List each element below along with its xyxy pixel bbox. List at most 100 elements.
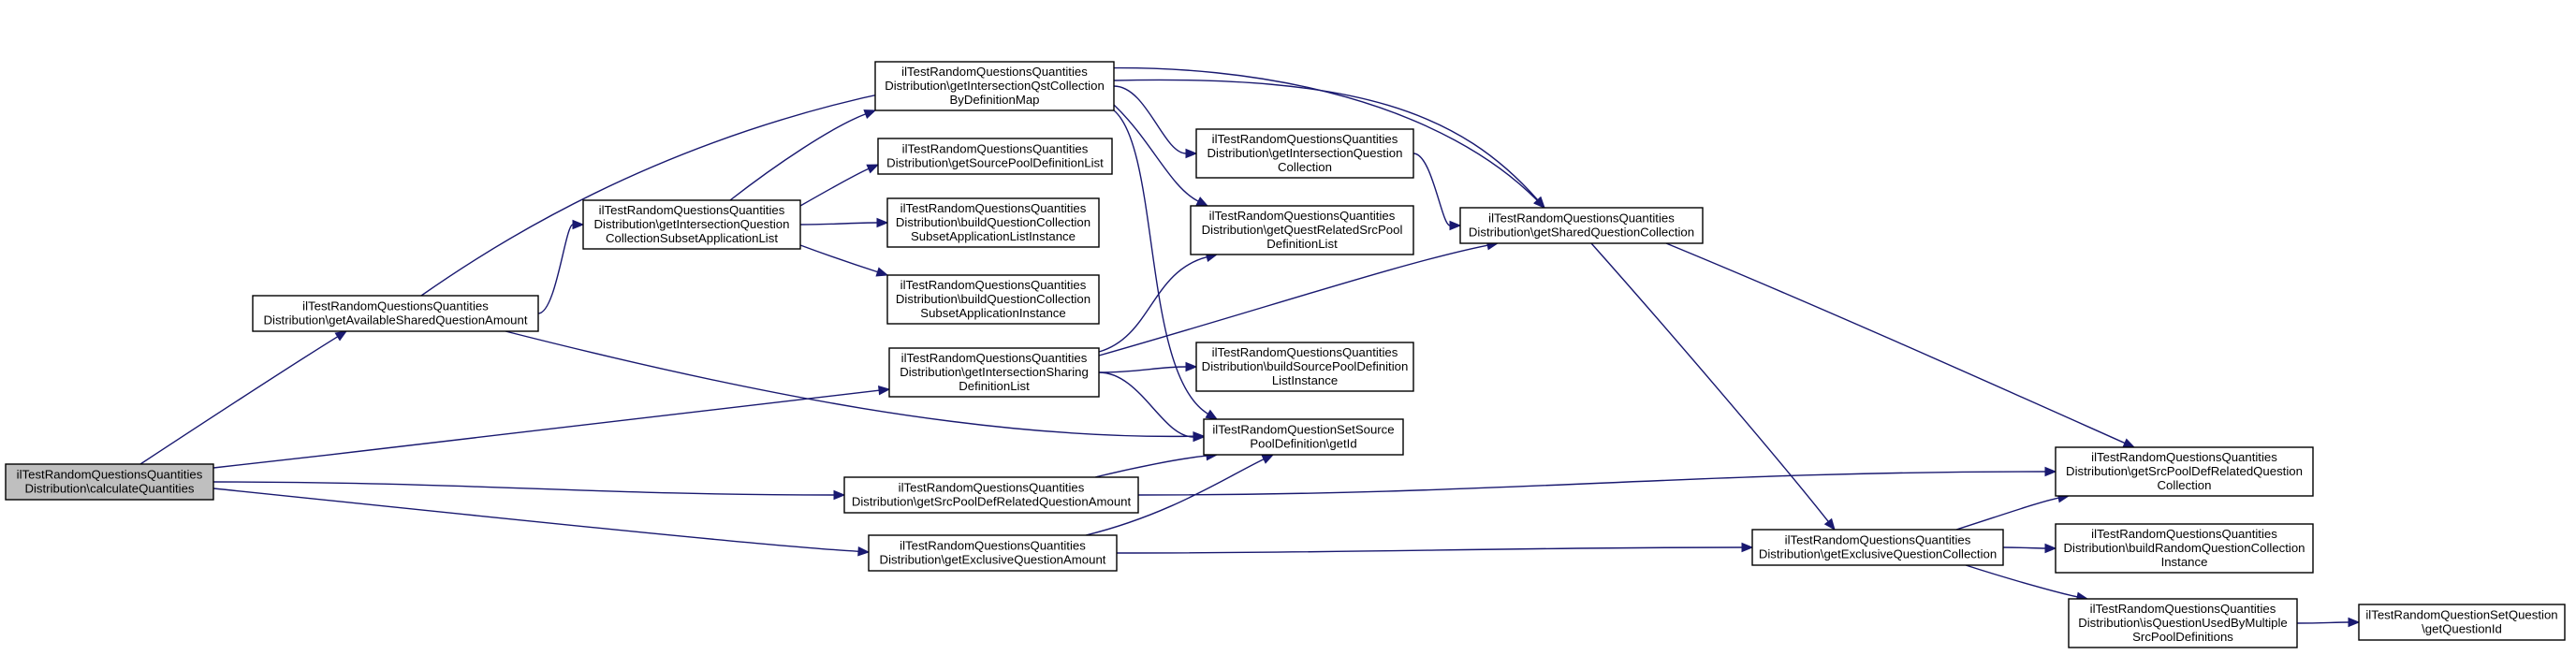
- node-srcpool-amount[interactable]: ilTestRandomQuestionsQuantitiesDistribut…: [843, 476, 1139, 514]
- edge-exclusive_amount-to-getid: [1085, 454, 1275, 536]
- edge-qst_coll_map-to-quest_related_src: [1113, 104, 1209, 207]
- node-subset-list[interactable]: ilTestRandomQuestionsQuantitiesDistribut…: [582, 199, 801, 250]
- node-label-line: Distribution\getSrcPoolDefRelatedQuestio…: [852, 495, 1132, 509]
- node-exclusive-amount[interactable]: ilTestRandomQuestionsQuantitiesDistribut…: [868, 534, 1118, 572]
- edge-line: [212, 389, 880, 469]
- node-build-src-pool-def[interactable]: ilTestRandomQuestionsQuantitiesDistribut…: [1195, 342, 1414, 392]
- arrowhead-icon: [857, 546, 871, 557]
- edge-line: [1098, 366, 1187, 373]
- arrowhead-icon: [2044, 543, 2057, 554]
- edge-subset_list-to-qst_coll_map: [729, 109, 877, 201]
- node-label-line: ilTestRandomQuestionsQuantities: [2091, 450, 2277, 464]
- edge-subset_list-to-build_subset_list_inst: [799, 217, 889, 228]
- node-label-line: ByDefinitionMap: [949, 93, 1039, 107]
- node-box: [877, 138, 1113, 175]
- edge-intersect_sharing-to-build_src_pool_def: [1098, 361, 1198, 373]
- edge-line: [729, 113, 866, 201]
- arrowhead-icon: [866, 164, 880, 174]
- arrowhead-icon: [1205, 409, 1219, 420]
- arrowhead-icon: [878, 386, 891, 396]
- node-box: [886, 274, 1100, 325]
- edge-line: [2002, 546, 2046, 549]
- node-shared-coll[interactable]: ilTestRandomQuestionsQuantitiesDistribut…: [1459, 207, 1704, 244]
- node-label-line: Distribution\isQuestionUsedByMultiple: [2078, 616, 2288, 630]
- arrowhead-icon: [876, 217, 889, 228]
- node-label-line: SrcPoolDefinitions: [2132, 630, 2233, 644]
- node-source-pool-list[interactable]: ilTestRandomQuestionsQuantitiesDistribut…: [877, 138, 1113, 175]
- node-build-random-coll[interactable]: ilTestRandomQuestionsQuantitiesDistribut…: [2055, 523, 2314, 574]
- node-label-line: Distribution\buildQuestionCollection: [896, 292, 1090, 306]
- node-label-line: Distribution\getAvailableSharedQuestionA…: [264, 313, 528, 328]
- node-box: [868, 534, 1118, 572]
- arrowhead-icon: [572, 219, 585, 230]
- node-question-getid[interactable]: ilTestRandomQuestionSetQuestion\getQuest…: [2358, 604, 2566, 641]
- node-label-line: Distribution\buildSourcePoolDefinition: [1202, 359, 1409, 373]
- node-label-line: PoolDefinition\getId: [1250, 437, 1356, 451]
- node-used-by-multiple[interactable]: ilTestRandomQuestionsQuantitiesDistribut…: [2068, 598, 2298, 648]
- edge-line: [1955, 497, 2059, 531]
- node-label-line: ilTestRandomQuestionSetSource: [1212, 423, 1394, 437]
- node-build-subset-list-inst[interactable]: ilTestRandomQuestionsQuantitiesDistribut…: [886, 197, 1100, 248]
- node-box: [1459, 207, 1704, 244]
- edge-root-to-shared_amount: [139, 330, 348, 465]
- edge-line: [1412, 153, 1451, 226]
- edge-line: [212, 488, 859, 553]
- node-shared-amount[interactable]: ilTestRandomQuestionsQuantitiesDistribut…: [252, 295, 539, 332]
- node-exclusive-coll[interactable]: ilTestRandomQuestionsQuantitiesDistribut…: [1751, 529, 2004, 566]
- node-label-line: CollectionSubsetApplicationList: [606, 231, 778, 245]
- edge-line: [505, 330, 1194, 438]
- node-box: [1203, 418, 1404, 456]
- edge-exclusive_coll-to-srcpool_related_coll: [1955, 493, 2071, 531]
- node-box: [5, 463, 214, 501]
- node-quest-related-src[interactable]: ilTestRandomQuestionsQuantitiesDistribut…: [1190, 205, 1414, 255]
- node-box: [1190, 205, 1414, 255]
- edge-line: [537, 224, 574, 314]
- arrowhead-icon: [2348, 617, 2361, 628]
- node-label-line: DefinitionList: [1266, 237, 1338, 251]
- edge-line: [2296, 621, 2349, 624]
- node-label-line: ilTestRandomQuestionsQuantities: [900, 539, 1086, 553]
- node-label-line: ilTestRandomQuestionsQuantities: [899, 481, 1085, 495]
- node-intersect-sharing[interactable]: ilTestRandomQuestionsQuantitiesDistribut…: [888, 347, 1100, 398]
- arrowhead-icon: [1195, 196, 1209, 207]
- edge-qst_coll_map-to-getid: [1113, 109, 1219, 420]
- node-box: [252, 295, 539, 332]
- node-build-subset-app-inst[interactable]: ilTestRandomQuestionsQuantitiesDistribut…: [886, 274, 1100, 325]
- node-label-line: ilTestRandomQuestionsQuantities: [902, 142, 1089, 156]
- node-srcpool-related-coll[interactable]: ilTestRandomQuestionsQuantitiesDistribut…: [2055, 446, 2314, 497]
- edge-used_by_multiple-to-question_getid: [2296, 617, 2361, 628]
- node-label-line: ilTestRandomQuestionsQuantities: [302, 299, 489, 313]
- edge-root-to-srcpool_amount: [212, 481, 846, 501]
- node-box: [2055, 523, 2314, 574]
- node-box: [874, 61, 1115, 111]
- node-label-line: Distribution\getExclusiveQuestionAmount: [880, 553, 1106, 567]
- edge-line: [799, 222, 878, 226]
- node-label-line: Distribution\getSourcePoolDefinitionList: [886, 156, 1104, 170]
- node-intersect-qcoll[interactable]: ilTestRandomQuestionsQuantitiesDistribut…: [1195, 128, 1414, 179]
- arrowhead-icon: [1823, 517, 1836, 531]
- edge-line: [212, 481, 835, 496]
- arrowhead-icon: [1533, 196, 1545, 209]
- node-root[interactable]: ilTestRandomQuestionsQuantitiesDistribut…: [5, 463, 214, 501]
- edge-line: [1665, 242, 2126, 444]
- node-box: [1751, 529, 2004, 566]
- edge-line: [1098, 244, 1488, 357]
- node-label-line: ilTestRandomQuestionsQuantities: [1785, 533, 1971, 547]
- node-label-line: Distribution\calculateQuantities: [24, 482, 194, 496]
- node-label-line: ilTestRandomQuestionsQuantities: [900, 278, 1087, 292]
- edge-line: [1965, 564, 2078, 598]
- node-label-line: ilTestRandomQuestionsQuantities: [599, 203, 785, 217]
- node-label-line: ListInstance: [1272, 373, 1338, 387]
- node-label-line: ilTestRandomQuestionsQuantities: [1488, 211, 1675, 226]
- edge-line: [799, 167, 870, 207]
- node-label-line: Distribution\getIntersectionQuestion: [594, 217, 790, 231]
- node-label-line: ilTestRandomQuestionSetQuestion: [2365, 608, 2557, 622]
- node-label-line: ilTestRandomQuestionsQuantities: [1212, 345, 1398, 359]
- edge-exclusive_coll-to-build_random_coll: [2002, 543, 2057, 554]
- edge-line: [1116, 546, 1743, 554]
- edge-qst_coll_map-to-shared_coll: [1113, 79, 1545, 209]
- node-qst-coll-map[interactable]: ilTestRandomQuestionsQuantitiesDistribut…: [874, 61, 1115, 111]
- node-getid[interactable]: ilTestRandomQuestionSetSourcePoolDefinit…: [1203, 418, 1404, 456]
- arrowhead-icon: [1741, 542, 1754, 553]
